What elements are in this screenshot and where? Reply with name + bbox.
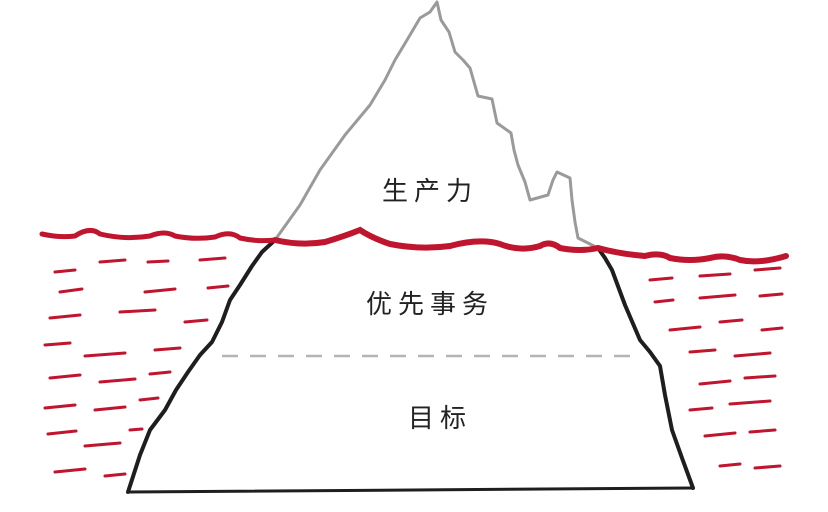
water-ripples-left bbox=[43, 256, 230, 478]
iceberg-base-line bbox=[126, 486, 695, 494]
waterline-left bbox=[39, 228, 278, 244]
waterline-right bbox=[595, 245, 789, 265]
iceberg-base-outline-left bbox=[126, 238, 277, 494]
waterline-center bbox=[272, 226, 601, 253]
iceberg-base-outline-right bbox=[596, 246, 695, 490]
water-ripples-right bbox=[648, 266, 784, 470]
layer-label-priorities: 优先事务 bbox=[366, 290, 494, 320]
layer-label-productivity: 生产力 bbox=[382, 177, 478, 207]
iceberg-tip-outline bbox=[273, 0, 600, 250]
layer-label-goals: 目标 bbox=[408, 404, 472, 434]
